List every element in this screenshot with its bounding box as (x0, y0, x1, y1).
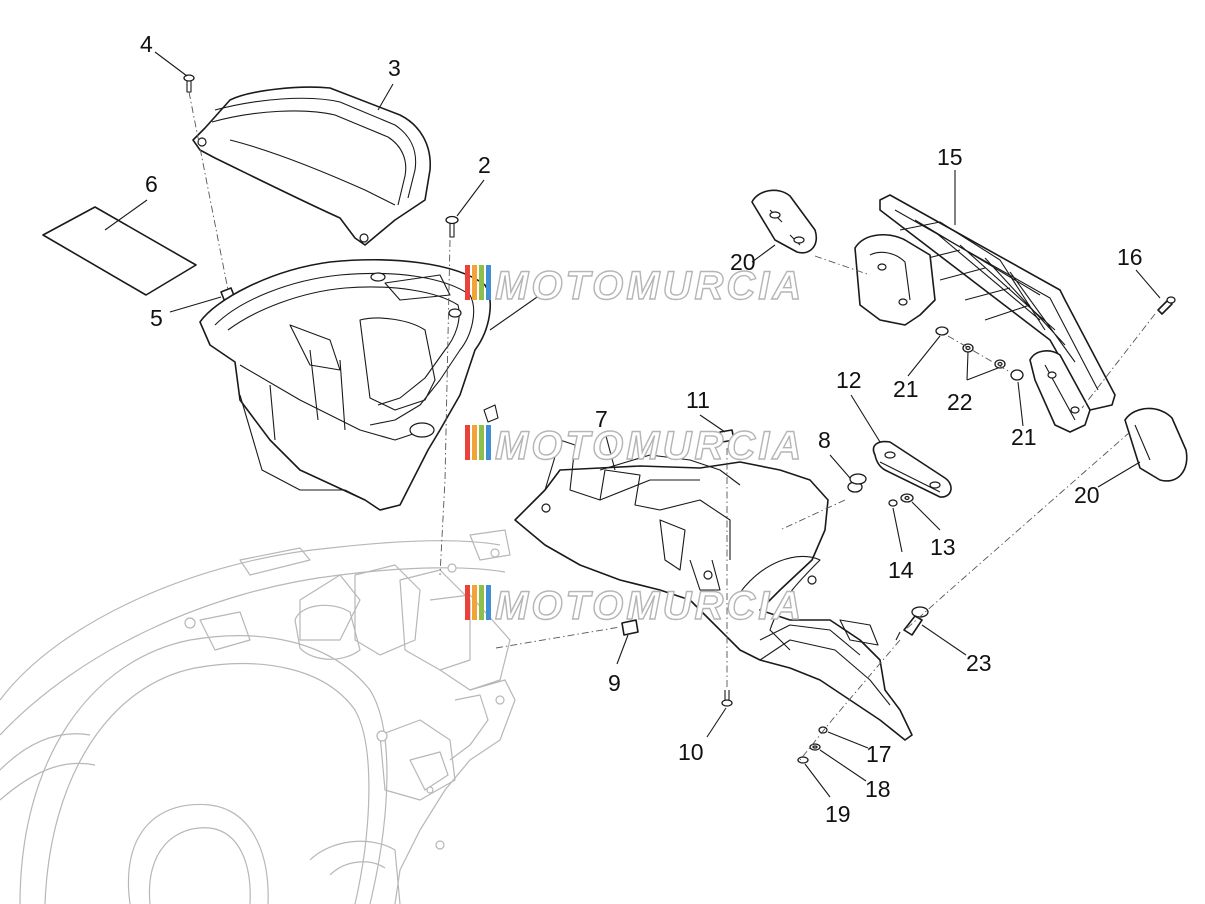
washer-part-21-upper (935, 326, 949, 336)
rubber-pad-part-20-upper (751, 189, 817, 254)
callout-5: 5 (150, 305, 163, 331)
callout-9: 9 (608, 670, 621, 696)
watermark-bottom: MOTOMURCIA (465, 583, 804, 629)
washer-part-18 (809, 743, 821, 751)
helmet-compartment-part (199, 259, 499, 511)
callout-16: 16 (1117, 244, 1143, 270)
foam-pad-part (42, 206, 197, 296)
watermark-middle: MOTOMURCIA (465, 423, 804, 469)
nut-part-14 (888, 499, 898, 507)
callout-12: 12 (836, 367, 862, 393)
callout-4: 4 (140, 31, 153, 57)
callout-leader-lines (104, 51, 1161, 798)
callout-19: 19 (825, 801, 851, 827)
callout-2: 2 (478, 152, 491, 178)
rubber-pad-part-20-lower (1124, 407, 1188, 482)
callout-13: 13 (930, 534, 956, 560)
svg-text:MOTOMURCIA: MOTOMURCIA (495, 424, 804, 468)
callout-11: 11 (686, 387, 710, 413)
compartment-lid-part (192, 86, 431, 246)
nut-part-22-b (994, 359, 1006, 369)
clip-part-11 (719, 429, 735, 443)
svg-text:MOTOMURCIA: MOTOMURCIA (495, 584, 804, 628)
callout-22: 22 (947, 389, 973, 415)
washer-part-17 (818, 726, 828, 734)
callout-21-lower: 21 (1011, 424, 1037, 450)
screw-part-10 (721, 690, 733, 707)
callout-7: 7 (595, 406, 608, 432)
screw-part-2 (445, 215, 459, 238)
callout-15: 15 (937, 144, 963, 170)
svg-text:MOTOMURCIA: MOTOMURCIA (495, 264, 804, 308)
callout-20-upper: 20 (730, 249, 756, 275)
callout-20-lower: 20 (1074, 482, 1100, 508)
callout-6: 6 (145, 171, 158, 197)
callout-8: 8 (818, 427, 831, 453)
callout-14: 14 (888, 557, 914, 583)
nut-part-19 (797, 756, 809, 764)
watermark-top: MOTOMURCIA (465, 263, 804, 309)
callout-labels: 4 3 2 6 5 7 11 8 12 13 14 15 16 20 20 21… (140, 31, 1143, 827)
callout-17: 17 (866, 741, 892, 767)
washer-part-13 (900, 493, 914, 503)
reflector-part-12 (872, 440, 952, 498)
rear-mudguard-part (514, 439, 913, 741)
clip-part-9 (621, 619, 639, 636)
license-plate-holder-part (854, 194, 1116, 433)
assembly-axis-lines (188, 91, 1156, 761)
callout-21-upper: 21 (893, 376, 919, 402)
callout-3: 3 (388, 55, 401, 81)
bolt-part-23 (895, 606, 929, 641)
washer-part-21-lower (1010, 369, 1024, 381)
screw-part-16 (1157, 296, 1176, 315)
scooter-frame-outline (0, 529, 516, 904)
callout-23: 23 (966, 650, 992, 676)
callout-10: 10 (678, 739, 704, 765)
screw-part-4 (183, 74, 195, 93)
bush-part-8 (847, 473, 867, 493)
callout-18: 18 (865, 776, 891, 802)
